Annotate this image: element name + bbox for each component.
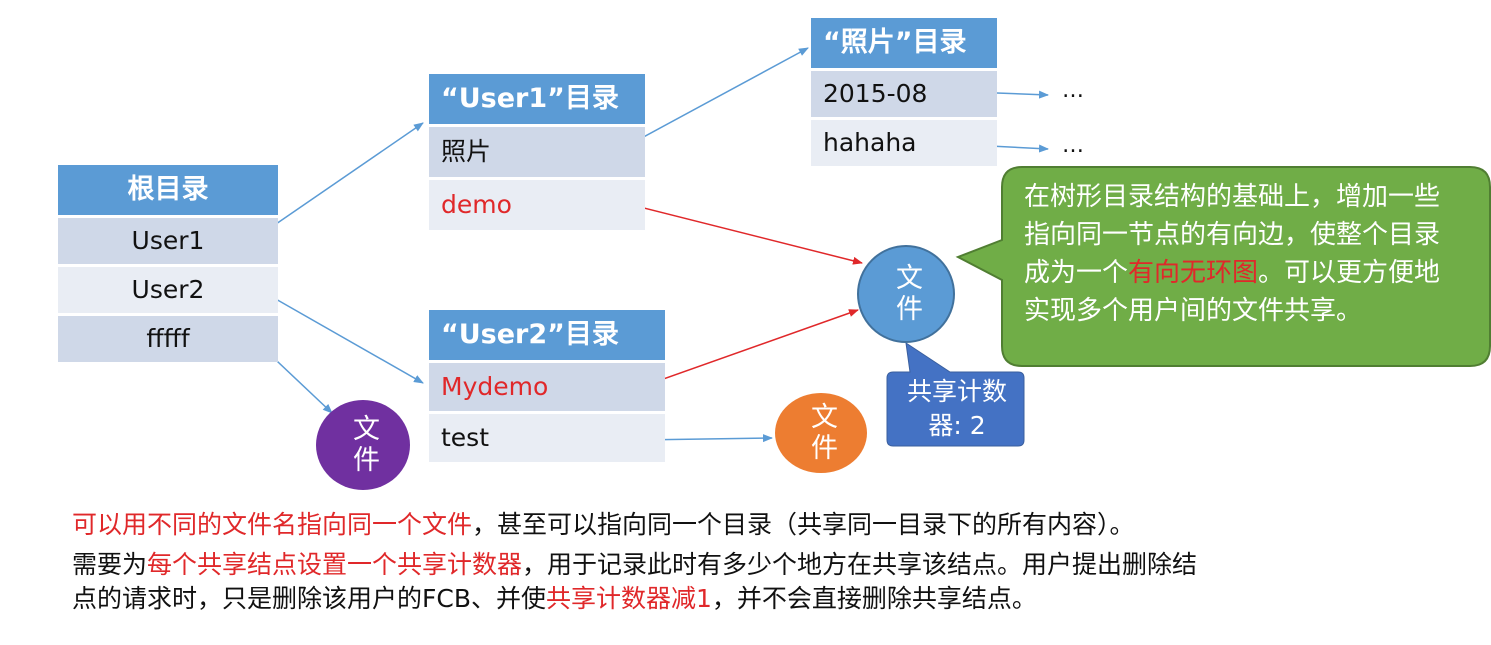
- arrow-user2-to-user2dir: [259, 289, 424, 384]
- purple-file-node: 文件: [316, 400, 410, 490]
- callout-highlight: 有向无环图: [1128, 258, 1259, 288]
- bottom-line-1: 可以用不同的文件名指向同一个文件，甚至可以指向同一个目录（共享同一目录下的所有内…: [72, 508, 1135, 542]
- bottom-line-3: 点的请求时，只是删除该用户的FCB、并使共享计数器减1，并不会直接删除共享结点。: [72, 582, 1037, 616]
- user1-item-demo: demo: [429, 180, 645, 230]
- arrow-photo-to-photodir: [624, 47, 809, 148]
- share-counter-label: 共享计数器: 2: [906, 377, 1007, 440]
- user2-directory-table: “User2”目录 Mydemo test: [429, 310, 665, 462]
- purple-file-label: 文件: [348, 414, 379, 476]
- bottom-line1-highlight: 可以用不同的文件名指向同一个文件: [72, 510, 473, 539]
- root-item-fffff: fffff: [58, 316, 278, 362]
- root-directory-title: 根目录: [58, 165, 278, 215]
- user1-item-photo: 照片: [429, 127, 645, 177]
- photo-directory-table: “照片”目录 2015-08 hahaha: [811, 18, 997, 166]
- ellipsis-201508: …: [1062, 78, 1084, 103]
- photo-directory-title: “照片”目录: [811, 18, 997, 68]
- counter-bubble: [886, 341, 1025, 447]
- bottom-line-2: 需要为每个共享结点设置一个共享计数器，用于记录此时有多少个地方在共享该结点。用户…: [72, 548, 1197, 582]
- arrow-user1-to-user1dir: [259, 122, 424, 236]
- callout-text: 在树形目录结构的基础上，增加一些指向同一节点的有向边，使整个目录成为一个有向无环…: [1024, 178, 1464, 330]
- callout-part2: 。可以更方便地实现多个用户间的文件共享。: [1024, 258, 1441, 326]
- bottom-line3-highlight: 共享计数器减1: [546, 584, 712, 613]
- user1-directory-title: “User1”目录: [429, 74, 645, 124]
- bottom-line2-highlight: 每个共享结点设置一个共享计数器: [147, 550, 523, 579]
- photo-item-hahaha: hahaha: [811, 120, 997, 166]
- user1-directory-table: “User1”目录 照片 demo: [429, 74, 645, 230]
- bottom-line1-rest: ，甚至可以指向同一个目录（共享同一目录下的所有内容）。: [472, 510, 1135, 539]
- bottom-line3-b: ，并不会直接删除共享结点。: [711, 584, 1037, 613]
- root-item-user2: User2: [58, 267, 278, 313]
- shared-file-label: 文件: [891, 263, 922, 325]
- user2-item-mydemo: Mydemo: [429, 363, 665, 411]
- shared-file-node: 文件: [857, 245, 955, 343]
- bottom-line2-b: ，用于记录此时有多少个地方在共享该结点。用户提出删除结: [522, 550, 1198, 579]
- arrow-mydemo-to-shared: [637, 309, 859, 389]
- orange-file-label: 文件: [806, 402, 837, 464]
- root-directory-table: 根目录 User1 User2 fffff: [58, 165, 278, 362]
- callout-part1: 在树形目录结构的基础上，增加一些指向同一节点的有向边，使整个目录成为一个: [1024, 182, 1441, 288]
- root-item-user1: User1: [58, 218, 278, 264]
- bottom-line3-a: 点的请求时，只是删除该用户的FCB、并使: [72, 584, 546, 613]
- orange-file-node: 文件: [775, 393, 867, 473]
- arrow-demo-to-shared: [631, 204, 863, 265]
- user2-directory-title: “User2”目录: [429, 310, 665, 360]
- ellipsis-hahaha: …: [1062, 133, 1084, 158]
- photo-item-201508: 2015-08: [811, 71, 997, 117]
- user2-item-test: test: [429, 414, 665, 462]
- callout-bubble: [955, 166, 1491, 367]
- bottom-line2-a: 需要为: [72, 550, 148, 579]
